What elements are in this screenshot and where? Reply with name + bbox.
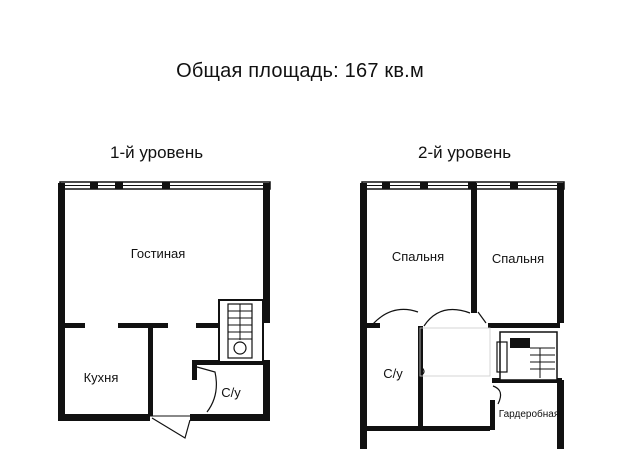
room-label-wardrobe: Гардеробная [499,408,560,420]
room-label-bath-2: С/у [383,366,403,381]
level-1-plan [58,181,271,439]
total-area-title: Общая площадь: 167 кв.м [176,60,424,82]
level-1-label: 1-й уровень [110,143,204,162]
room-label-living: Гостиная [131,246,186,261]
room-label-bedroom-1: Спальня [392,249,444,264]
entrance-door [151,417,191,439]
room-label-bedroom-2: Спальня [492,251,544,266]
staircase [218,299,264,363]
wall [58,183,65,421]
wardrobe-door [492,385,502,405]
bedroom-door [423,309,471,327]
room-label-kitchen: Кухня [84,370,119,385]
bedroom-door [371,308,419,326]
bath-door [196,366,217,413]
level-2-plan [360,181,565,449]
room-label-bath: С/у [221,385,241,400]
level-2-label: 2-й уровень [418,143,512,162]
